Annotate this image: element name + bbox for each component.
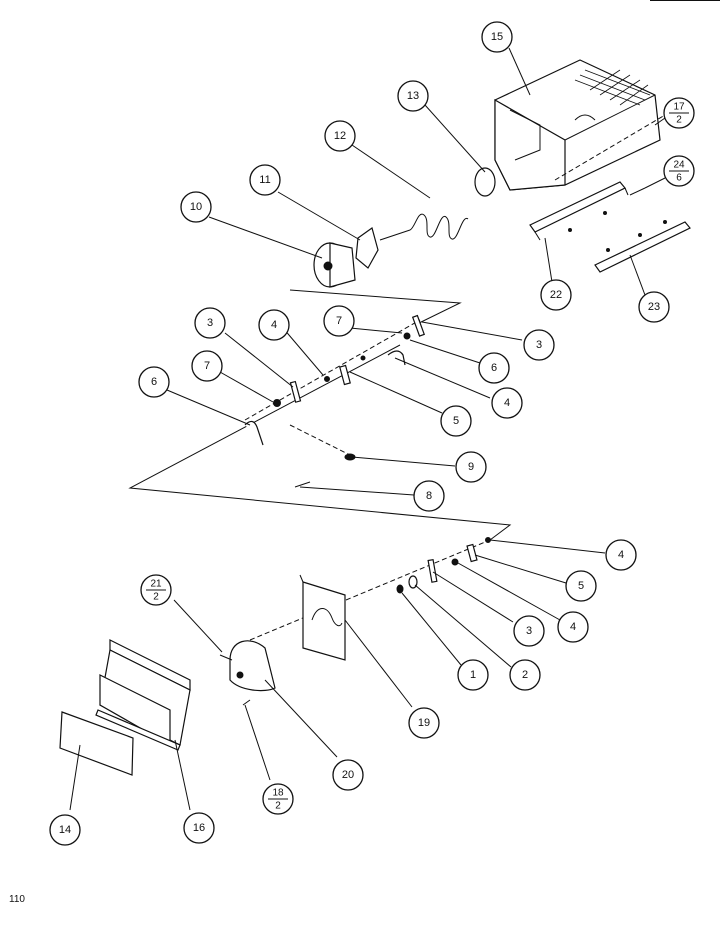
callout-9: 9 <box>455 451 487 483</box>
callout-4-upper-right: 4 <box>491 387 523 419</box>
ring-part <box>474 167 496 197</box>
svg-text:4: 4 <box>504 397 510 409</box>
svg-text:13: 13 <box>407 90 419 102</box>
callout-12: 12 <box>324 120 356 152</box>
svg-text:5: 5 <box>453 415 459 427</box>
page-code: 110 <box>9 894 25 905</box>
callout-7-left: 7 <box>191 350 223 382</box>
svg-text:10: 10 <box>190 201 202 213</box>
svg-text:7: 7 <box>336 315 342 327</box>
svg-text:9: 9 <box>468 461 474 473</box>
leader-lines <box>69 47 666 811</box>
fan-blade-part <box>313 242 356 288</box>
svg-text:12: 12 <box>334 130 346 142</box>
svg-text:7: 7 <box>204 360 210 372</box>
svg-text:20: 20 <box>342 769 354 781</box>
svg-text:1: 1 <box>470 669 476 681</box>
svg-text:3: 3 <box>207 317 213 329</box>
callout-1: 1 <box>457 659 489 691</box>
ice-bucket-part <box>494 59 666 191</box>
impeller-part <box>355 227 379 269</box>
svg-text:17: 17 <box>673 102 685 113</box>
svg-text:3: 3 <box>536 339 542 351</box>
callout-3-upper-left: 3 <box>194 307 226 339</box>
svg-text:15: 15 <box>491 31 503 43</box>
svg-text:2: 2 <box>676 115 682 126</box>
callout-2: 2 <box>509 659 541 691</box>
callout-6-left: 6 <box>138 366 170 398</box>
svg-text:11: 11 <box>259 174 270 186</box>
callout-17-2: 172 <box>663 97 695 129</box>
svg-text:8: 8 <box>426 490 432 502</box>
callout-23: 23 <box>638 291 670 323</box>
callout-14: 14 <box>49 814 81 846</box>
auger-spring-part <box>379 213 469 241</box>
callout-20: 20 <box>332 759 364 791</box>
callout-5-upper: 5 <box>440 405 472 437</box>
callout-19: 19 <box>408 707 440 739</box>
svg-text:21: 21 <box>150 579 162 590</box>
svg-text:16: 16 <box>193 822 205 834</box>
duct-cover-part <box>95 639 191 751</box>
callout-3-upper-right: 3 <box>523 329 555 361</box>
svg-text:14: 14 <box>59 824 71 836</box>
callout-7-upper: 7 <box>323 305 355 337</box>
callout-8: 8 <box>413 480 445 512</box>
svg-text:4: 4 <box>570 621 576 633</box>
svg-text:3: 3 <box>526 625 532 637</box>
svg-text:4: 4 <box>271 319 277 331</box>
callout-4-lower-right: 4 <box>605 539 637 571</box>
callout-16: 16 <box>183 812 215 844</box>
callout-15: 15 <box>481 21 513 53</box>
svg-text:2: 2 <box>153 592 159 603</box>
callout-22: 22 <box>540 279 572 311</box>
svg-text:5: 5 <box>578 580 584 592</box>
svg-text:22: 22 <box>550 289 562 301</box>
callout-24-6: 246 <box>663 155 695 187</box>
callout-3-lower: 3 <box>513 615 545 647</box>
svg-text:4: 4 <box>618 549 624 561</box>
screw-24-part <box>629 187 646 196</box>
svg-text:2: 2 <box>275 801 281 812</box>
svg-text:2: 2 <box>522 669 528 681</box>
callout-10: 10 <box>180 191 212 223</box>
panel-part <box>59 711 134 776</box>
callout-6-upper-right: 6 <box>478 352 510 384</box>
lower-bracket-parts <box>249 537 491 641</box>
svg-text:6: 6 <box>491 362 497 374</box>
callout-5-lower: 5 <box>565 570 597 602</box>
svg-text:6: 6 <box>676 173 682 184</box>
callout-11: 11 <box>249 164 281 196</box>
callout-4-lower: 4 <box>557 611 589 643</box>
fan-housing-part <box>219 640 276 706</box>
svg-text:6: 6 <box>151 376 157 388</box>
svg-text:24: 24 <box>673 160 685 171</box>
top-edge-rule <box>650 0 720 1</box>
callout-13: 13 <box>397 80 429 112</box>
gasket-plate-part <box>299 574 346 661</box>
svg-text:18: 18 <box>272 788 284 799</box>
callout-4-upper-left: 4 <box>258 309 290 341</box>
rail-22-part <box>529 181 629 241</box>
callout-18-2: 182 <box>262 783 294 815</box>
rail-23-part <box>594 220 691 273</box>
svg-text:23: 23 <box>648 301 660 313</box>
callout-21-2: 212 <box>140 574 172 606</box>
svg-text:19: 19 <box>418 717 430 729</box>
